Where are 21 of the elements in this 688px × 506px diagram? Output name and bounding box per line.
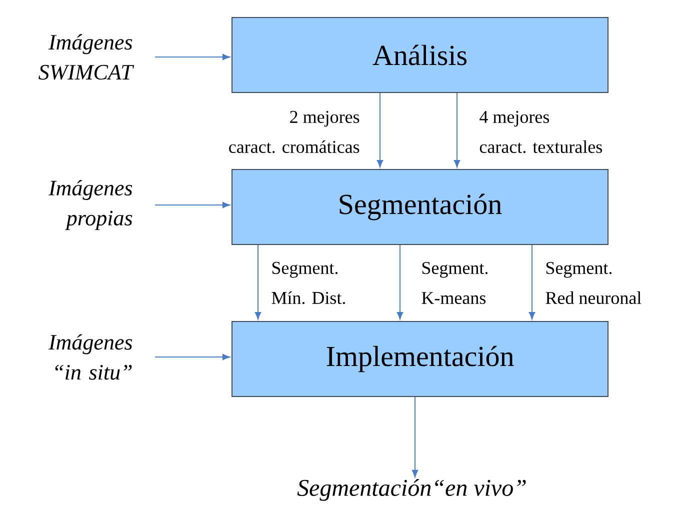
arrow	[154, 354, 230, 360]
arrow	[412, 396, 418, 478]
arrow	[154, 202, 230, 208]
output-label: Segmentación“en vivo”	[297, 479, 526, 501]
process-box: Segmentación	[232, 169, 608, 245]
arrow	[254, 244, 262, 320]
arrow	[528, 244, 536, 320]
arrow	[454, 92, 460, 168]
input-label: Imágenes propias	[48, 180, 132, 230]
edge-label: 2 mejores caract. cromáticas	[229, 110, 360, 154]
arrow	[376, 92, 384, 168]
arrow	[154, 54, 230, 60]
edge-label: 4 mejores caract. texturales	[480, 110, 602, 154]
edge-label: Segment. Red neuronal	[546, 262, 642, 304]
edge-label: Segment. K-means	[422, 262, 488, 304]
input-label: Imágenes “in situ”	[48, 334, 132, 380]
arrow	[396, 244, 404, 320]
edge-label: Segment. Mín. Dist.	[272, 262, 346, 304]
process-box: Análisis	[232, 17, 608, 93]
process-box: Implementación	[232, 321, 608, 397]
input-label: Imágenes SWIMCAT	[38, 34, 134, 80]
